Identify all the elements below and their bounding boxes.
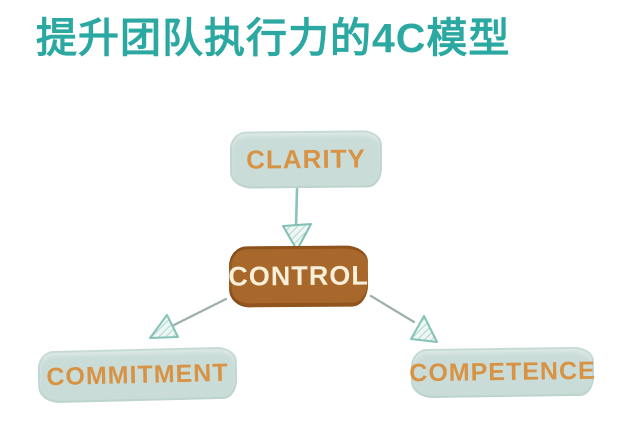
node-clarity-label: CLARITY bbox=[245, 143, 366, 175]
arrow-line bbox=[294, 187, 299, 229]
node-control: CONTROL bbox=[228, 245, 369, 308]
arrow-control-to-commitment bbox=[149, 297, 228, 339]
arrow-line bbox=[172, 297, 228, 327]
node-clarity: CLARITY bbox=[229, 130, 383, 189]
node-commitment-label: COMMITMENT bbox=[46, 358, 229, 391]
arrow-clarity-to-control bbox=[282, 187, 312, 251]
node-competence: COMPETENCE bbox=[409, 346, 596, 399]
node-competence-label: COMPETENCE bbox=[409, 356, 596, 388]
arrowhead-down-left-icon bbox=[149, 314, 179, 339]
arrowhead-down-right-icon bbox=[410, 315, 438, 343]
arrow-line bbox=[369, 294, 416, 324]
node-commitment: COMMITMENT bbox=[37, 346, 238, 404]
arrow-control-to-competence bbox=[369, 294, 438, 343]
node-control-label: CONTROL bbox=[228, 260, 369, 292]
page-title: 提升团队执行力的4C模型 bbox=[36, 15, 511, 61]
